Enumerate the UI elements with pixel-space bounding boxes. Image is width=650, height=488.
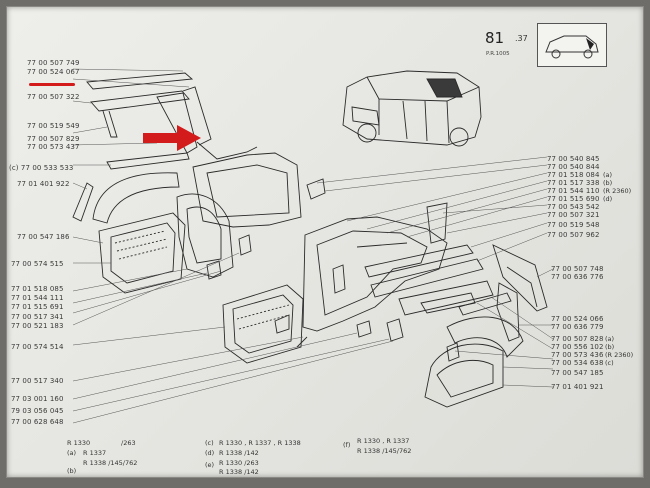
legend-line: R 1338 /142 <box>219 449 259 457</box>
part-code: 77 00 547 185 <box>551 369 604 377</box>
part-code: 77 00 507 829 <box>27 135 80 143</box>
part-code: 77 00 517 340 <box>11 377 64 385</box>
part-code: 77 00 540 845 <box>547 155 600 163</box>
variant-tag: (a) <box>605 335 615 343</box>
part-code: 77 00 507 748 <box>551 265 604 273</box>
part-code: 77 00 519 549 <box>27 122 80 130</box>
part-code: 77 00 573 437 <box>27 143 80 151</box>
variant-tag: (d) <box>603 195 613 203</box>
legend-tag: (e) <box>205 461 215 469</box>
part-code: 77 00 534 638 <box>551 359 604 367</box>
legend-tag: (c) <box>205 439 214 447</box>
highlight-underline <box>29 83 75 86</box>
legend-line: R 1330 , R 1337 <box>357 437 410 445</box>
part-code: 77 01 401 922 <box>17 180 70 188</box>
part-code: 77 00 517 341 <box>11 313 64 321</box>
page-number: 81 <box>485 29 505 47</box>
highlight-arrow-icon <box>143 125 201 151</box>
part-code: 77 00 507 828 <box>551 335 604 343</box>
part-code: 77 01 518 085 <box>11 285 64 293</box>
variant-tag: (b) <box>603 179 613 187</box>
part-code: 77 00 573 436 <box>551 351 604 359</box>
part-code: 77 00 636 779 <box>551 323 604 331</box>
page-reference: P.R.1005 <box>486 51 510 57</box>
legend-tag: (b) <box>67 467 77 475</box>
variant-tag: (R 2360) <box>603 187 632 195</box>
legend-tag: (a) <box>67 449 77 457</box>
legend-line: R 1338 /145/762 <box>83 459 138 467</box>
part-code: 77 00 540 844 <box>547 163 600 171</box>
part-code: 77 03 001 160 <box>11 395 64 403</box>
part-code: 77 00 543 542 <box>547 203 600 211</box>
part-code: 77 01 515 690 <box>547 195 600 203</box>
page-subnumber: .37 <box>515 34 528 43</box>
part-code: 77 00 556 102 <box>551 343 604 351</box>
legend-line: R 1330 <box>67 439 91 447</box>
part-code: 77 01 515 691 <box>11 303 64 311</box>
variant-tag: (b) <box>605 343 615 351</box>
part-code: 77 00 547 186 <box>17 233 70 241</box>
legend-tag: (d) <box>205 449 215 457</box>
part-code: 77 01 544 111 <box>11 294 64 302</box>
part-code: 77 00 507 321 <box>547 211 600 219</box>
variant-tag: (c) <box>605 359 614 367</box>
part-code: 77 00 507 962 <box>547 231 600 239</box>
legend-line: R 1338 /145/762 <box>357 447 412 455</box>
part-code: 77 01 517 338 <box>547 179 600 187</box>
part-code: 77 00 574 515 <box>11 260 64 268</box>
part-code: 77 00 507 749 <box>27 59 80 67</box>
part-code: 77 00 519 548 <box>547 221 600 229</box>
legend-tag: (f) <box>343 441 351 449</box>
legend-line: R 1330 , R 1337 , R 1338 <box>219 439 301 447</box>
legend-line: R 1338 /142 <box>219 468 259 476</box>
catalog-page: 81 .37 P.R.1005 <box>6 6 644 478</box>
part-code: 77 00 574 514 <box>11 343 64 351</box>
part-code: 77 00 628 648 <box>11 418 64 426</box>
part-code: 77 00 524 066 <box>551 315 604 323</box>
exploded-body-drawing <box>72 68 554 424</box>
legend-line: R 1337 <box>83 449 107 457</box>
part-code: 77 00 636 776 <box>551 273 604 281</box>
variant-tag: (R 2360) <box>605 351 634 359</box>
variant-tag: (a) <box>603 171 613 179</box>
car-thumbnail-icon <box>537 23 607 67</box>
part-code: (c) 77 00 533 533 <box>9 164 74 172</box>
part-code: 77 00 507 322 <box>27 93 80 101</box>
part-code: 77 01 518 084 <box>547 171 600 179</box>
part-code: 77 00 521 183 <box>11 322 64 330</box>
part-code: 77 01 544 110 <box>547 187 600 195</box>
part-code: 79 03 056 045 <box>11 407 64 415</box>
legend-suffix: /263 <box>121 439 136 447</box>
part-code: 77 01 401 921 <box>551 383 604 391</box>
legend-line: R 1330 /263 <box>219 459 259 467</box>
part-code: 77 00 524 067 <box>27 68 80 76</box>
